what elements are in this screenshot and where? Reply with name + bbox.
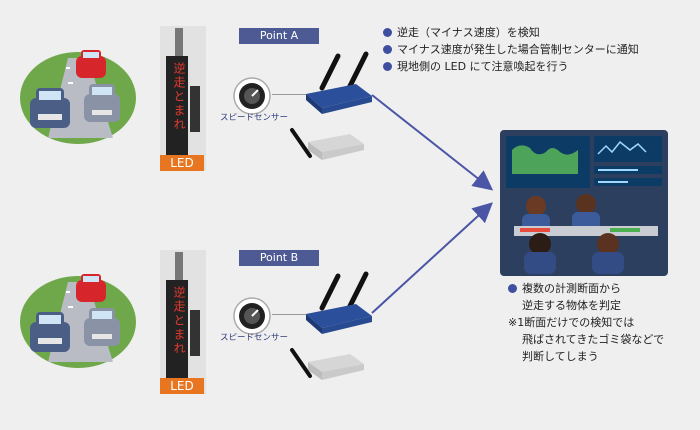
arrow-point-b xyxy=(371,202,493,314)
led-display-text-b: 逆走とまれ xyxy=(172,286,186,356)
led-label-b: LED xyxy=(160,378,204,394)
led-label-a: LED xyxy=(160,155,204,171)
detection-bullets: 逆走（マイナス速度）を検知 マイナス速度が発生した場合管制センターに通知 現地側… xyxy=(383,24,639,75)
router-icon-b xyxy=(300,268,380,342)
led-display-b: 逆走とまれ xyxy=(166,280,188,382)
bullet-dot-icon xyxy=(383,28,392,37)
speed-sensor-icon-b xyxy=(232,296,272,340)
road-scene-a xyxy=(18,38,138,152)
bullet-dot-icon xyxy=(383,45,392,54)
gateway-icon-a xyxy=(288,120,368,168)
bullet-text: マイナス速度が発生した場合管制センターに通知 xyxy=(397,43,639,56)
point-a-label: Point A xyxy=(239,28,319,44)
point-b-label: Point B xyxy=(239,250,319,266)
note-line3: 判断してしまう xyxy=(522,350,599,363)
sensor-label-b: スピードセンサー xyxy=(220,333,289,343)
speed-sensor-icon-a xyxy=(232,76,272,120)
led-display-text-a: 逆走とまれ xyxy=(172,62,186,132)
road-scene-b xyxy=(18,262,138,376)
control-center-illustration xyxy=(500,130,668,280)
router-icon-a xyxy=(300,48,380,122)
led-display-a: 逆走とまれ xyxy=(166,56,188,158)
bullet-text: 現地側の LED にて注意喚起を行う xyxy=(397,60,569,73)
sensor-label-a: スピードセンサー xyxy=(220,113,289,123)
led-sign-a: 逆走とまれ xyxy=(160,26,206,170)
judgement-bullet: 複数の計測断面から xyxy=(508,280,664,297)
bullet-dot-icon xyxy=(383,62,392,71)
bullet-item: マイナス速度が発生した場合管制センターに通知 xyxy=(383,41,639,58)
bullet-item: 現地側の LED にて注意喚起を行う xyxy=(383,58,639,75)
gateway-icon-b xyxy=(288,340,368,388)
judgement-note: 複数の計測断面から 逆走する物体を判定 ※1断面だけでの検知では 飛ばされてきた… xyxy=(508,280,664,365)
bullet-item: 逆走（マイナス速度）を検知 xyxy=(383,24,639,41)
bullet-dot-icon xyxy=(508,284,517,293)
judgement-bullet-line1: 複数の計測断面から xyxy=(522,282,621,295)
note-line2: 飛ばされてきたゴミ袋などで xyxy=(522,333,665,346)
led-sign-b: 逆走とまれ xyxy=(160,250,206,394)
judgement-bullet-line2: 逆走する物体を判定 xyxy=(522,299,621,312)
bullet-text: 逆走（マイナス速度）を検知 xyxy=(397,26,540,39)
arrow-point-a xyxy=(371,94,494,191)
note-line1: ※1断面だけでの検知では xyxy=(508,316,635,329)
